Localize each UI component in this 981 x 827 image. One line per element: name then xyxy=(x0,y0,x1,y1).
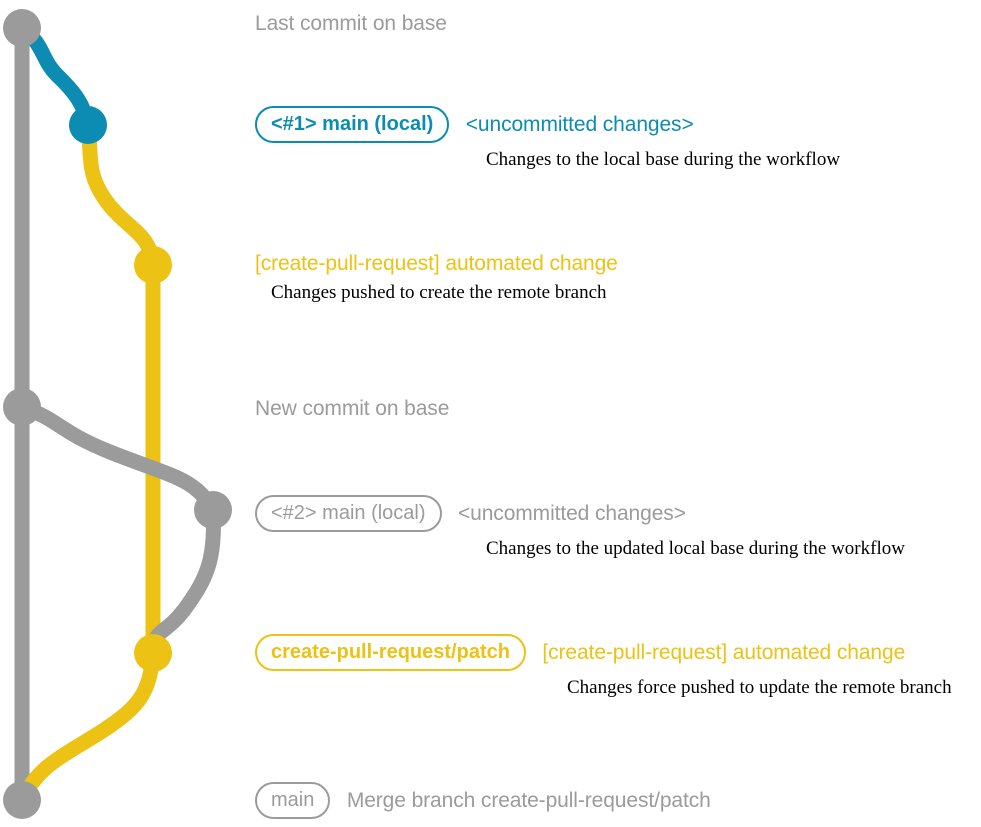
commit-description: Changes force pushed to update the remot… xyxy=(567,677,952,698)
branch-badge-local-2[interactable]: <#2> main (local) xyxy=(255,495,442,532)
commit-subject: New commit on base xyxy=(255,397,450,420)
commit-subject: Merge branch create-pull-request/patch xyxy=(346,788,711,812)
commit-entry-local-uncommitted-2: <#2> main (local) <uncommitted changes> … xyxy=(255,495,905,560)
commit-subject: <uncommitted changes> xyxy=(457,501,686,525)
patch-branch-line-1 xyxy=(80,117,161,273)
commit-description: Changes pushed to create the remote bran… xyxy=(271,282,607,303)
updated-local-to-patch-line xyxy=(145,502,221,661)
commit-node-patch-1 xyxy=(134,246,172,284)
branch-badge-main[interactable]: main xyxy=(255,782,331,819)
commit-description: Changes to the updated local base during… xyxy=(486,538,905,559)
commit-entry-patch-commit-2: create-pull-request/patch [create-pull-r… xyxy=(255,634,952,699)
commit-entry-patch-commit-1: [create-pull-request] automated change C… xyxy=(255,252,618,304)
commit-entry-local-uncommitted-1: <#1> main (local) <uncommitted changes> … xyxy=(255,106,840,171)
commit-entry-merge-commit: main Merge branch create-pull-request/pa… xyxy=(255,782,711,819)
branch-badge-local-1[interactable]: <#1> main (local) xyxy=(255,106,450,143)
commit-subject: Last commit on base xyxy=(255,12,447,35)
commit-node-local-2 xyxy=(194,491,232,529)
commit-entry-last-commit-on-base: Last commit on base xyxy=(255,12,447,36)
branch-badge-patch[interactable]: create-pull-request/patch xyxy=(255,634,526,671)
commit-node-base-merge xyxy=(3,781,41,819)
commit-subject: <uncommitted changes> xyxy=(465,112,694,136)
commit-entry-new-commit-on-base: New commit on base xyxy=(255,397,449,421)
commit-node-base-new xyxy=(3,388,41,426)
patch-merge-line xyxy=(14,645,161,808)
commit-node-base-last xyxy=(3,9,41,47)
updated-local-branch-line xyxy=(14,399,221,518)
commit-node-patch-2 xyxy=(134,634,172,672)
commit-subject: [create-pull-request] automated change xyxy=(542,640,906,664)
commit-subject: [create-pull-request] automated change xyxy=(255,252,618,275)
commit-description: Changes to the local base during the wor… xyxy=(486,149,841,170)
commit-node-local-1 xyxy=(69,106,107,144)
